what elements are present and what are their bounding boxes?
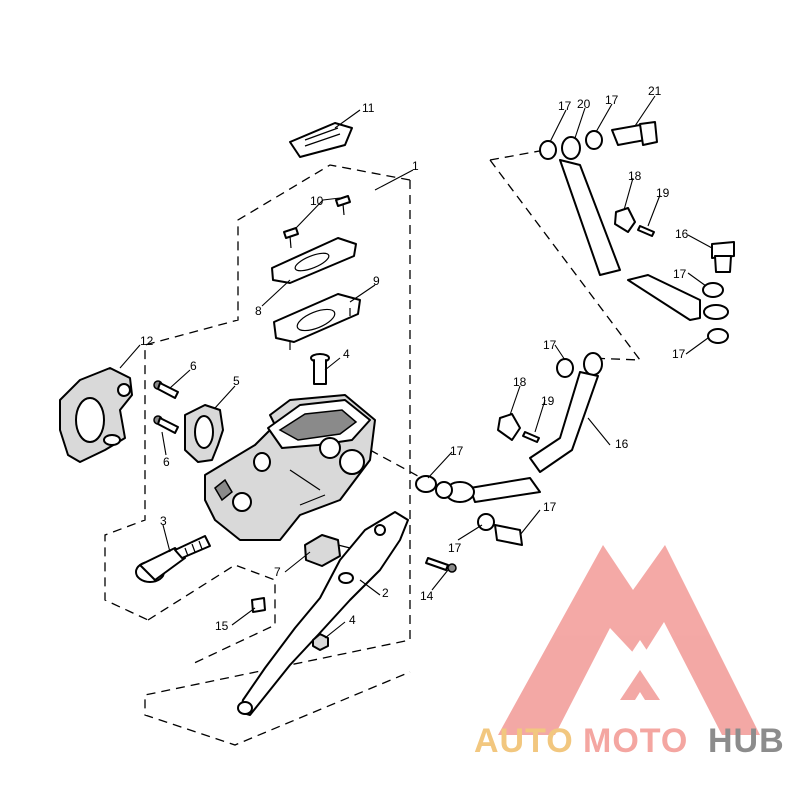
- watermark-hub: HUB: [708, 722, 785, 760]
- callout-5: 5: [233, 374, 240, 388]
- part-pivot-bolt: [310, 353, 330, 385]
- watermark-auto: AUTO: [474, 722, 574, 760]
- callout-18-lower: 18: [513, 375, 527, 389]
- part-cap-screws: [283, 195, 351, 249]
- callout-4-upper: 4: [343, 347, 350, 361]
- callout-10: 10: [310, 194, 324, 208]
- callout-20: 20: [577, 97, 591, 111]
- callout-numbers: 11 1 10 8 9 4 12 6 5 6 3 7 2 4 15 14 16 …: [140, 84, 689, 633]
- callout-21: 21: [648, 84, 662, 98]
- part-diaphragm-plate: [271, 237, 357, 284]
- callout-6-upper: 6: [190, 359, 197, 373]
- callout-3: 3: [160, 514, 167, 528]
- part-upper-hose: [539, 130, 729, 344]
- part-bolt-13: [425, 557, 457, 573]
- callout-17-top-left: 17: [558, 99, 572, 113]
- part-reservoir-cap: [289, 122, 353, 158]
- callout-6-lower: 6: [163, 455, 170, 469]
- callout-17-right-upper: 17: [673, 267, 687, 281]
- part-brake-switch: [304, 534, 351, 567]
- part-banjo-bolt-16: [711, 241, 735, 273]
- callout-4-lower: 4: [349, 613, 356, 627]
- callout-17-top-right: 17: [605, 93, 619, 107]
- callout-17-right-lower: 17: [672, 347, 686, 361]
- part-lower-hose: [415, 352, 603, 546]
- part-hose-clip-upper: [614, 207, 655, 237]
- callout-1: 1: [412, 159, 419, 173]
- callout-17-lower: 17: [448, 541, 462, 555]
- callout-17-mid: 17: [543, 338, 557, 352]
- callout-18-upper: 18: [628, 169, 642, 183]
- callout-14: 15: [215, 619, 229, 633]
- callout-7: 7: [274, 565, 281, 579]
- callout-9: 9: [373, 274, 380, 288]
- assembly-boundary-1: [104, 164, 411, 746]
- part-master-cylinder-body: [204, 394, 376, 541]
- part-banjo-bolt-21: [611, 121, 658, 146]
- callout-16-upper: 16: [675, 227, 689, 241]
- callout-17-banjo: 17: [450, 444, 464, 458]
- callout-15: 16: [615, 437, 629, 451]
- callout-19-lower: 19: [541, 394, 555, 408]
- callout-2: 2: [382, 586, 389, 600]
- callout-13: 14: [420, 589, 434, 603]
- part-hose-clip-lower: [497, 413, 540, 443]
- part-switch-screw: [251, 597, 266, 613]
- callout-19-upper: 19: [656, 186, 670, 200]
- part-pivot-nut: [312, 633, 329, 651]
- hose-boundary-upper: [489, 149, 642, 361]
- callout-8: 8: [255, 304, 262, 318]
- part-diaphragm: [273, 293, 361, 350]
- watermark-moto: MOTO: [583, 722, 688, 760]
- callout-11: 11: [362, 101, 375, 115]
- part-piston: [135, 535, 211, 583]
- logo-triangle-shape: [498, 545, 760, 735]
- automotohub-logo: [498, 545, 760, 735]
- sub-boundary-lever: [147, 564, 276, 666]
- logo-inner-mark: [620, 670, 660, 700]
- part-clamp-cover: [59, 367, 133, 463]
- callout-16-lower: 17: [543, 500, 557, 514]
- callout-12: 12: [140, 334, 154, 348]
- part-handlebar-clamp: [184, 404, 224, 463]
- leader-lines: [119, 95, 713, 639]
- part-brake-lever: [237, 511, 409, 716]
- part-clamp-screws: [153, 380, 179, 434]
